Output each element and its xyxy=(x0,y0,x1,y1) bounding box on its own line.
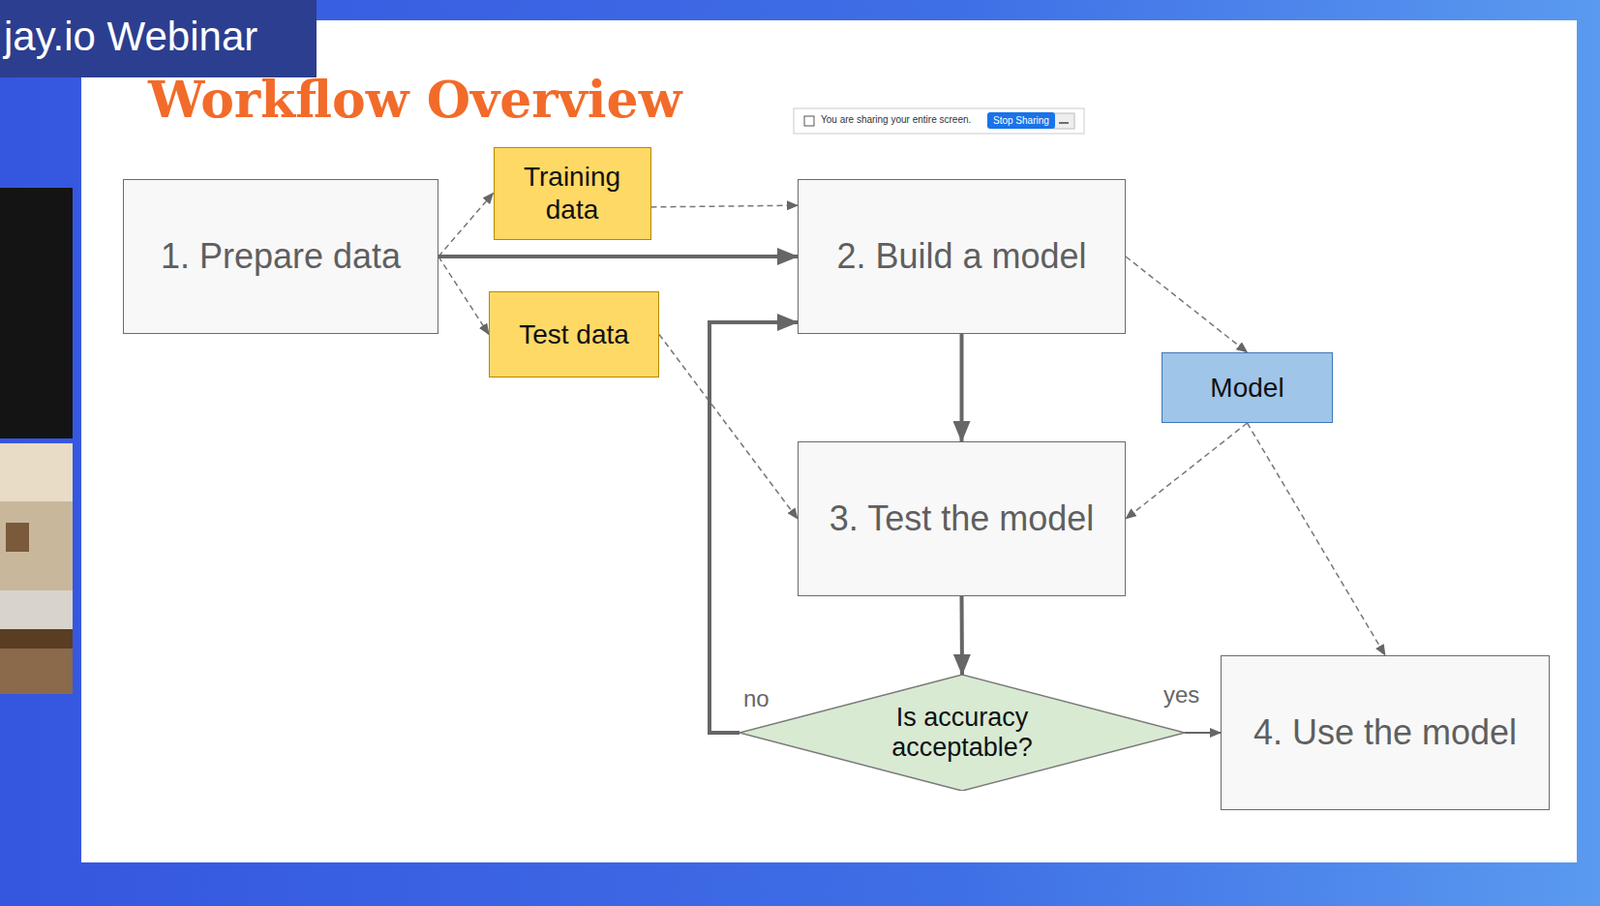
edge-label: no xyxy=(741,685,772,713)
process-box: 2. Build a model xyxy=(797,179,1126,334)
flow-arrow xyxy=(709,322,798,733)
node-text: 3. Test the model xyxy=(829,498,1095,540)
edge-label: yes xyxy=(1161,681,1202,709)
node-text: Is accuracy acceptable? xyxy=(865,702,1059,763)
minimize-button xyxy=(1053,113,1075,129)
share-bar xyxy=(793,108,1085,134)
minimize-icon xyxy=(1058,121,1069,124)
dashed-arrow xyxy=(438,193,494,258)
share-icon xyxy=(804,116,815,126)
process-box: 1. Prepare data xyxy=(122,179,439,334)
flow-arrow xyxy=(1184,731,1221,734)
decision-diamond: Is accuracy acceptable? xyxy=(739,674,1185,791)
dashed-arrow xyxy=(1247,422,1387,656)
node-text: Model xyxy=(1209,372,1284,404)
dashed-arrow xyxy=(651,205,799,208)
process-box: 3. Test the model xyxy=(797,441,1126,597)
dashed-arrow xyxy=(1125,256,1248,353)
flow-arrow xyxy=(960,596,966,675)
diamond-shape xyxy=(739,674,1185,791)
webcam-tile xyxy=(0,187,73,439)
node-text: 2. Build a model xyxy=(836,236,1087,277)
dashed-arrow xyxy=(659,334,798,520)
share-notice: You are sharing your entire screen. xyxy=(820,114,971,125)
node-text: 4. Use the model xyxy=(1253,712,1517,754)
flow-arrow xyxy=(438,254,798,259)
data-box: Test data xyxy=(488,291,660,378)
node-text: Training data xyxy=(507,160,638,226)
model-box: Model xyxy=(1161,352,1333,423)
flow-arrow xyxy=(960,333,965,442)
header-banner xyxy=(0,0,317,78)
node-text: 1. Prepare data xyxy=(160,236,401,277)
webcam-image xyxy=(0,443,73,695)
data-box: Training data xyxy=(493,147,652,241)
process-box: 4. Use the model xyxy=(1220,655,1550,811)
webinar-header: jay.io Webinar xyxy=(3,13,258,61)
dashed-arrow xyxy=(1125,422,1248,519)
slide-title: Workflow Overview xyxy=(148,69,682,129)
stop-sharing-button: Stop Sharing xyxy=(987,112,1056,129)
dashed-arrow xyxy=(438,256,489,335)
node-text: Test data xyxy=(518,318,630,352)
